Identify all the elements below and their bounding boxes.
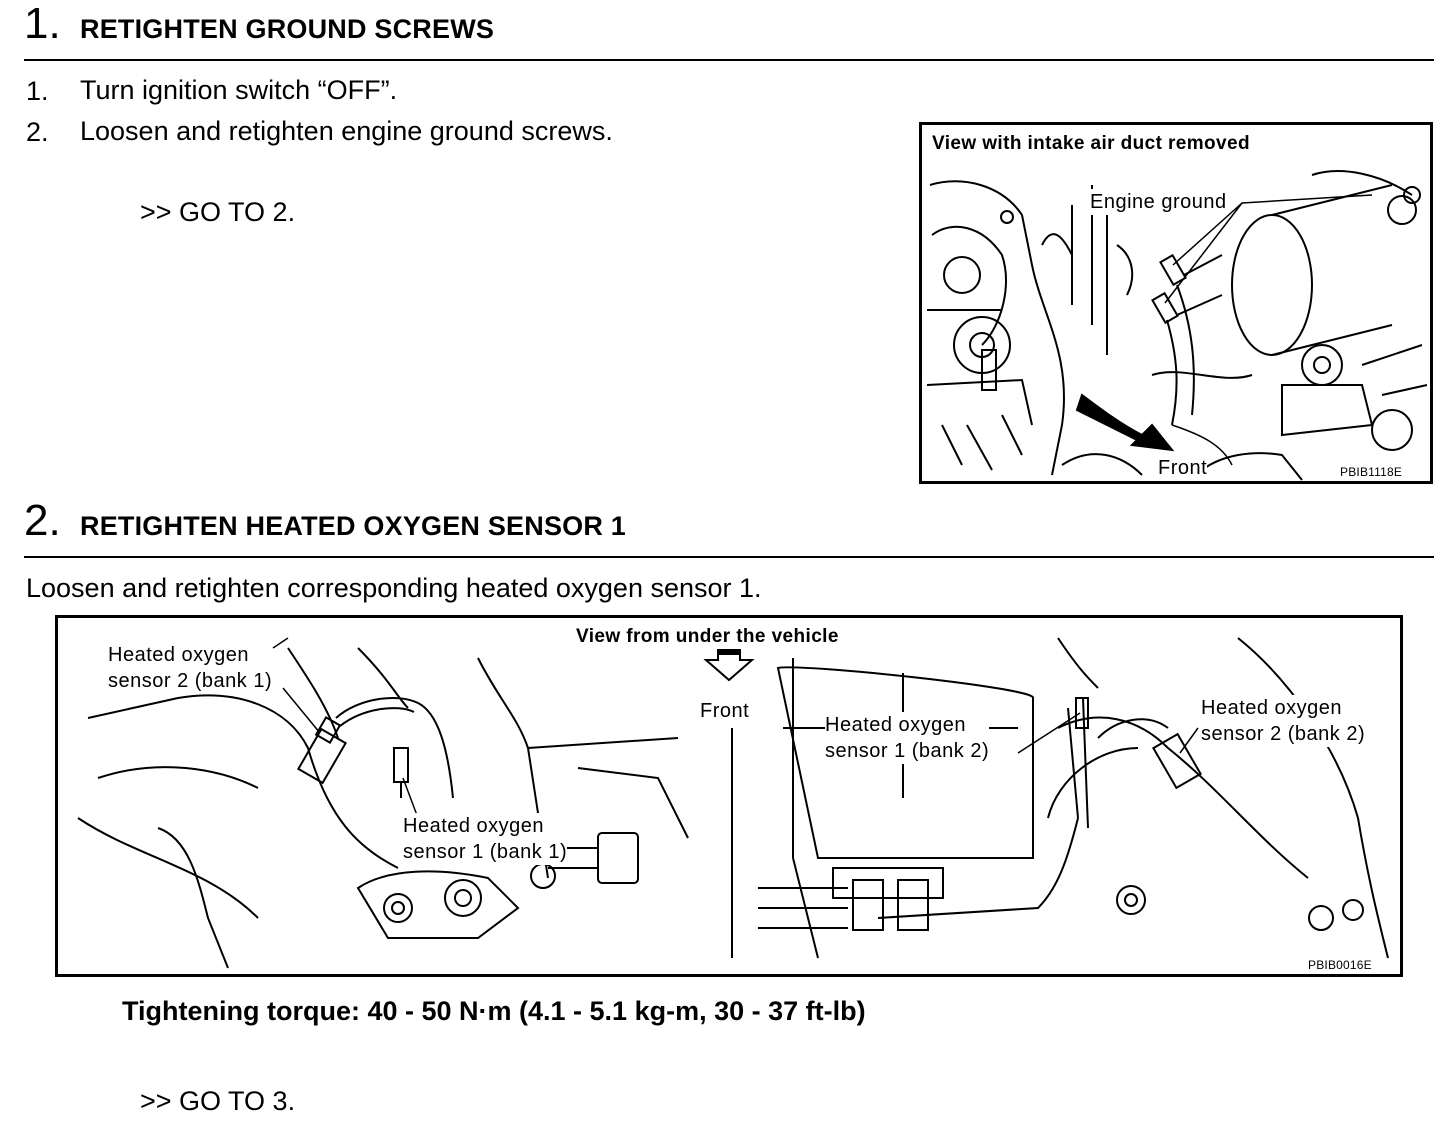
hos2-bank1-label: Heated oxygen sensor 2 (bank 1) — [108, 642, 273, 694]
figure-code: PBIB0016E — [1308, 958, 1372, 972]
step-1-item-2-text: Loosen and retighten engine ground screw… — [80, 116, 613, 146]
step-1-item-2-number: 2. — [26, 117, 49, 147]
step-1-item-1-text: Turn ignition switch “OFF”. — [80, 75, 398, 105]
step-2-goto-link[interactable]: >> GO TO 3. — [140, 1086, 296, 1116]
step-2-title: RETIGHTEN HEATED OXYGEN SENSOR 1 — [80, 511, 626, 541]
engine-ground-figure: View with intake air duct removed Engine… — [919, 122, 1433, 484]
hos2-bank2-label: Heated oxygen sensor 2 (bank 2) — [1201, 695, 1366, 747]
step-1-goto-link[interactable]: >> GO TO 2. — [140, 197, 296, 227]
under-vehicle-illustration — [77, 637, 1389, 969]
engine-ground-label: Engine ground — [1090, 189, 1227, 215]
tightening-torque: Tightening torque: 40 - 50 N·m (4.1 - 5.… — [122, 996, 866, 1026]
step-1-number: 1. — [24, 0, 61, 48]
step-2-instruction: Loosen and retighten corresponding heate… — [26, 573, 762, 603]
front-label: Front — [1158, 455, 1208, 481]
engine-ground-figure-caption: View with intake air duct removed — [932, 133, 1250, 154]
hos1-bank1-label: Heated oxygen sensor 1 (bank 1) — [403, 813, 568, 865]
hos1-bank2-label: Heated oxygen sensor 1 (bank 2) — [825, 712, 990, 764]
step-1-divider — [24, 59, 1434, 61]
figure-code: PBIB1118E — [1340, 465, 1403, 479]
engine-bay-illustration — [926, 170, 1428, 481]
oxygen-sensor-figure-caption: View from under the vehicle — [576, 626, 839, 647]
step-1-title: RETIGHTEN GROUND SCREWS — [80, 14, 495, 44]
step-2-divider — [24, 556, 1434, 558]
step-1-item-1-number: 1. — [26, 76, 49, 106]
front-label: Front — [700, 698, 750, 724]
oxygen-sensor-figure: View from under the vehicle Front Heated… — [55, 615, 1403, 977]
step-2-number: 2. — [24, 496, 61, 545]
